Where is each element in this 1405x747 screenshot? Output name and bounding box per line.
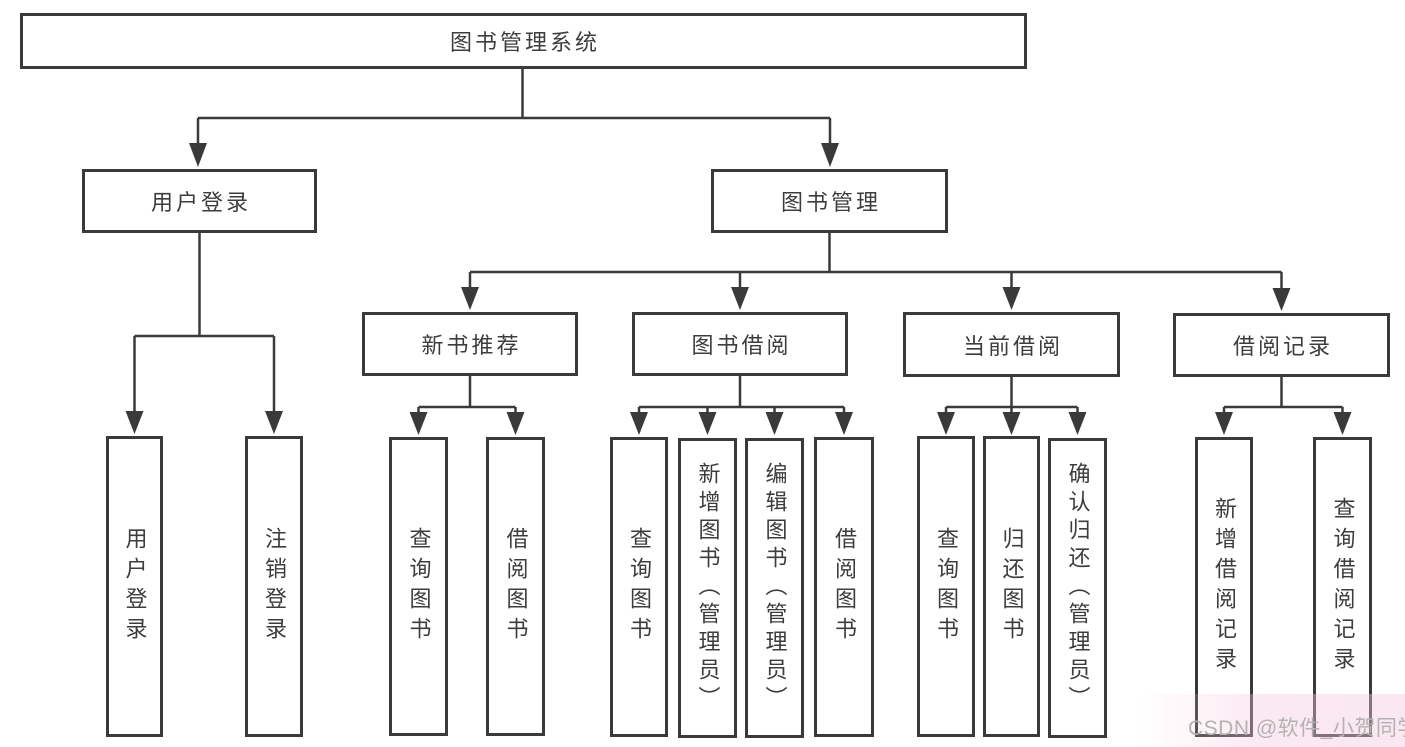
- node-book-management: 图书管理: [711, 169, 948, 233]
- connector-record-to-leaves: [1222, 377, 1344, 418]
- node-bb-edit-book-admin: 编辑图书（管理员）: [745, 438, 804, 738]
- node-new-book-recommend: 新书推荐: [362, 312, 578, 376]
- node-br-add-record: 新增借阅记录: [1195, 437, 1253, 737]
- node-cb-confirm-return-admin: 确认归还（管理员）: [1048, 438, 1107, 738]
- node-leaf-logout: 注销登录: [245, 436, 303, 737]
- node-rec-borrow-book: 借阅图书: [486, 437, 545, 736]
- node-cb-query-book: 查询图书: [917, 436, 975, 737]
- node-current-borrow: 当前借阅: [903, 312, 1120, 377]
- node-cb-return-book: 归还图书: [983, 436, 1040, 737]
- node-leaf-user-login: 用户登录: [106, 436, 163, 737]
- node-rec-query-book: 查询图书: [389, 437, 448, 736]
- connector-current-to-leaves: [944, 377, 1079, 418]
- node-user-login: 用户登录: [82, 169, 317, 233]
- watermark-text: CSDN @软件_小贺同学: [1188, 717, 1405, 740]
- connector-userlogin-to-leaves: [133, 233, 276, 417]
- node-book-borrow: 图书借阅: [632, 312, 848, 376]
- node-bb-add-book-admin: 新增图书（管理员）: [678, 438, 737, 738]
- connector-borrow-to-leaves: [637, 376, 846, 418]
- connector-bookmgmt-to-level3: [468, 233, 1283, 293]
- connector-rec-to-leaves: [417, 376, 517, 418]
- node-bb-query-book: 查询图书: [610, 437, 668, 737]
- connector-root-to-level2: [196, 69, 832, 150]
- node-borrow-record: 借阅记录: [1173, 313, 1390, 377]
- node-bb-borrow-book: 借阅图书: [814, 437, 874, 737]
- node-br-query-record: 查询借阅记录: [1313, 437, 1372, 737]
- node-root: 图书管理系统: [20, 13, 1027, 69]
